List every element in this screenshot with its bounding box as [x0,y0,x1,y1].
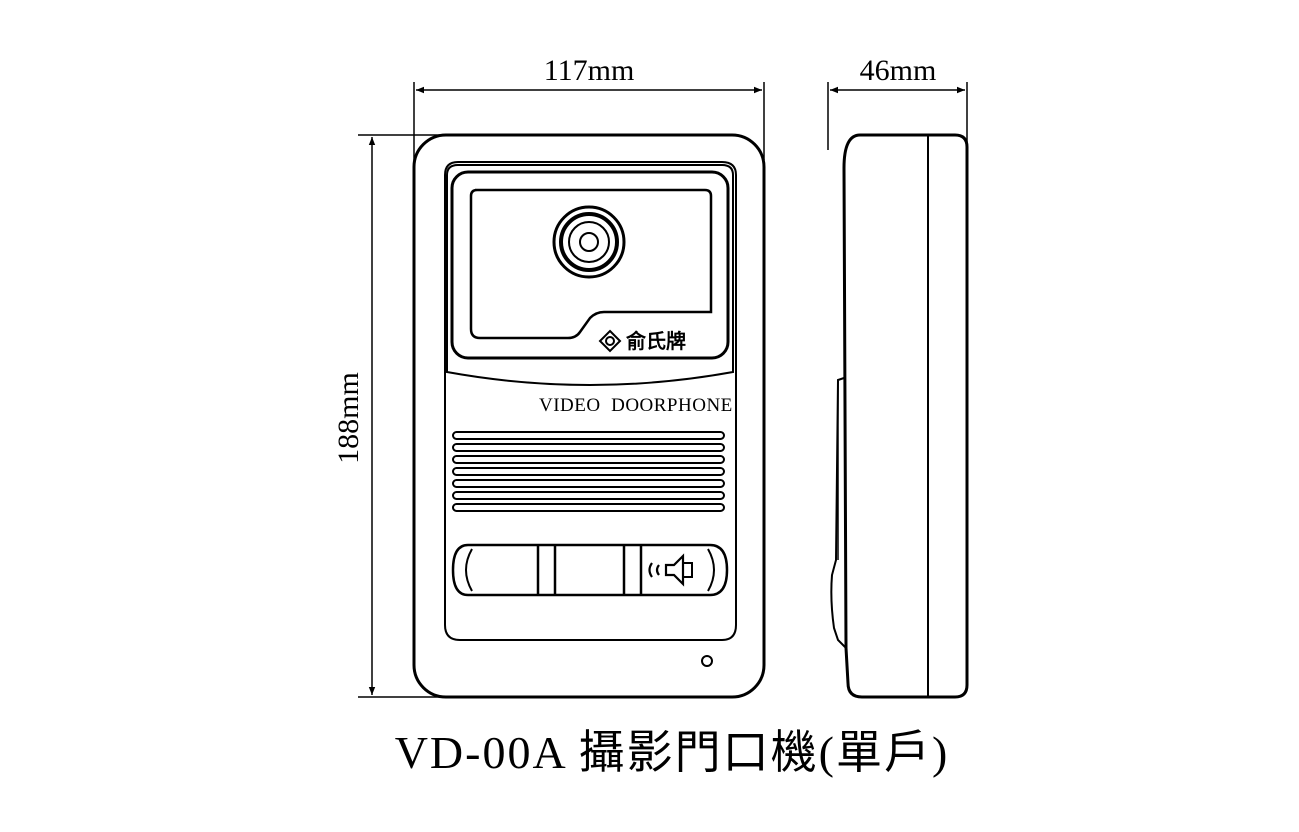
drawing-caption: VD-00A 攝影門口機(單戶) [395,727,950,778]
lens-ring [559,212,619,272]
side-view [830,133,969,699]
lens-outer [552,205,626,279]
depth-dimension: 46mm [827,54,968,150]
housing-outline [412,133,766,699]
indicator-hole [701,655,713,667]
speaker-icon [648,553,693,587]
camera-bezel [446,164,734,386]
button-left-cap [465,548,473,592]
button-strip-outline [451,543,729,597]
height-label: 188mm [332,372,365,464]
speaker-grille [452,431,725,512]
grille-slot [452,479,725,488]
brand-text: 俞氏牌 [625,329,686,353]
lens-center [579,232,599,252]
side-housing [842,133,969,699]
grille-slot [452,467,725,476]
grille-slot [452,431,725,440]
product-label: VIDEO DOORPHONE [539,395,733,416]
grille-slot [452,455,725,464]
face-plate [444,161,737,641]
camera-window-frame [450,170,730,360]
grille-slot [452,443,725,452]
width-dimension: 117mm [413,54,765,160]
depth-label: 46mm [860,54,937,87]
grille-slot [452,491,725,500]
grille-slot [452,503,725,512]
camera-window [469,188,713,340]
width-label: 117mm [544,54,635,87]
height-dimension: 188mm [332,134,440,698]
side-bracket [830,377,847,649]
button-strip [451,543,729,597]
front-view [412,133,766,699]
lens-glass [568,221,610,263]
button-right-cap [707,548,715,592]
brand-logo-icon [598,329,622,353]
